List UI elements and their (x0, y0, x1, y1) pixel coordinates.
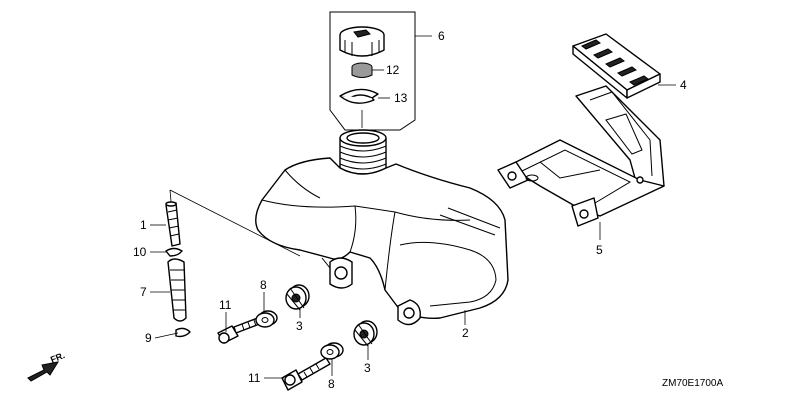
fuel-tank-part-2 (255, 129, 509, 326)
front-arrow-icon (27, 361, 60, 382)
fuel-cap-part-6 (339, 26, 385, 57)
callout-1: 1 (140, 218, 147, 232)
cushion-part-3-lower (353, 320, 378, 347)
clip-part-9 (175, 327, 191, 338)
collar-part-8-lower (320, 342, 344, 360)
callout-11-lower: 11 (248, 371, 261, 385)
callout-5: 5 (596, 243, 603, 257)
collar-part-8-upper (255, 310, 278, 328)
callout-10: 10 (133, 245, 147, 259)
tank-bracket-part-5 (497, 85, 665, 227)
callout-12: 12 (386, 63, 400, 77)
fuel-cap-assembly-group (329, 11, 416, 131)
callout-11-upper: 11 (219, 298, 232, 312)
callout-3-lower: 3 (364, 361, 371, 375)
filter-part-12 (351, 62, 373, 78)
callout-labels: 1 10 7 9 11 8 3 11 8 3 2 6 12 13 4 5 (133, 29, 687, 391)
callout-3-upper: 3 (296, 319, 303, 333)
callout-7: 7 (140, 285, 147, 299)
fuel-joint-part-1 (165, 201, 181, 247)
gasket-part-13 (339, 88, 379, 104)
callout-6: 6 (438, 29, 445, 43)
callout-9: 9 (145, 331, 152, 345)
drawing-code: ZM70E1700A (662, 378, 723, 389)
callout-4: 4 (680, 78, 687, 92)
bolt-part-11-lower (281, 357, 331, 391)
clip-part-10 (165, 247, 183, 257)
front-direction-marker: FR. (27, 350, 66, 382)
cushion-part-3-upper (285, 284, 310, 311)
front-marker-label: FR. (49, 350, 66, 365)
leader-lines (150, 35, 676, 379)
callout-13: 13 (394, 91, 408, 105)
callout-8-lower: 8 (328, 377, 335, 391)
rubber-pad-part-4 (572, 33, 661, 99)
callout-8-upper: 8 (260, 278, 267, 292)
fuel-hose-part-7 (167, 258, 187, 322)
callout-2: 2 (462, 326, 469, 340)
